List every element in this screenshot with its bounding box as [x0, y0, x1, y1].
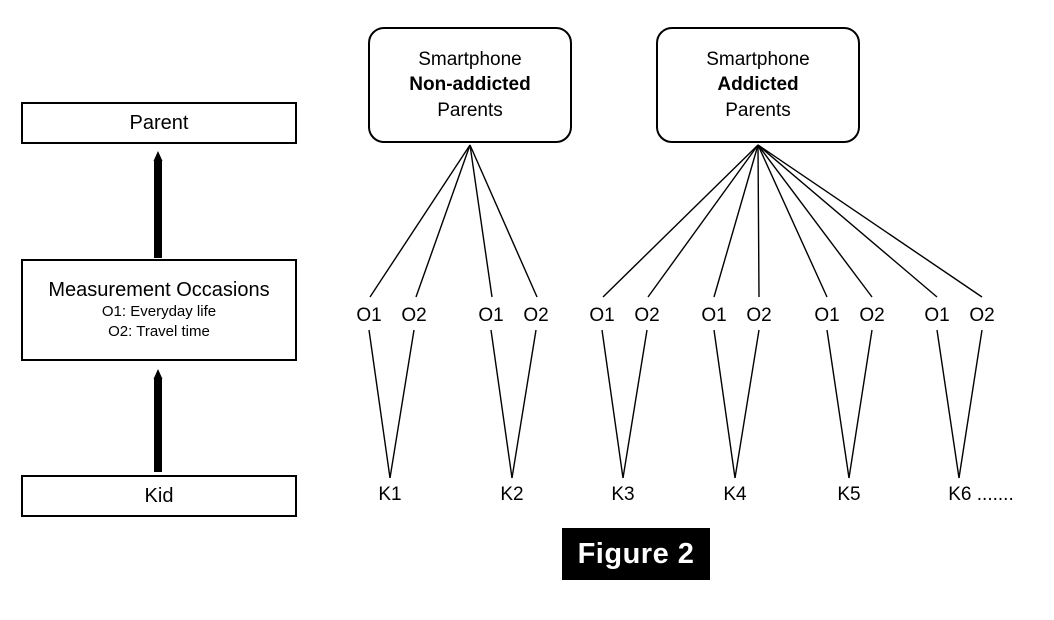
group-non-addicted-line-1: Smartphone [418, 49, 522, 71]
group-addicted-line-3: Parents [725, 99, 791, 121]
v-connectors-kids [368, 329, 983, 479]
legend-parent-box[interactable]: Parent [21, 102, 297, 144]
occasion-node-1[interactable]: O1 [356, 305, 382, 326]
fan-non-addicted [369, 144, 538, 298]
occasion-node-12[interactable]: O2 [969, 305, 995, 326]
occasion-node-6[interactable]: O2 [634, 305, 660, 326]
kid-node-k2[interactable]: K2 [500, 484, 524, 505]
group-non-addicted-line-3: Parents [437, 99, 503, 121]
occasion-node-10[interactable]: O2 [859, 305, 885, 326]
kid-node-k3[interactable]: K3 [611, 484, 635, 505]
legend-parent-label: Parent [129, 111, 189, 134]
group-box-addicted[interactable]: Smartphone Addicted Parents [656, 27, 860, 143]
legend-occasion-o2-line: O2: Travel time [108, 322, 210, 340]
legend-measurement-occasions-title: Measurement Occasions [48, 279, 270, 301]
legend-measurement-occasions-box[interactable]: Measurement Occasions O1: Everyday life … [21, 259, 297, 361]
kid-node-k5[interactable]: K5 [837, 484, 861, 505]
kid-node-k1[interactable]: K1 [378, 484, 402, 505]
legend-occasion-o1-line: O1: Everyday life [101, 303, 217, 320]
legend-kid-label: Kid [144, 484, 174, 507]
kid-node-k6[interactable]: K6 ....... [948, 484, 1014, 505]
occasion-node-9[interactable]: O1 [814, 305, 840, 326]
group-addicted-line-2: Addicted [717, 74, 799, 96]
occasion-node-2[interactable]: O2 [401, 305, 427, 326]
occasion-node-7[interactable]: O1 [701, 305, 727, 326]
group-box-non-addicted[interactable]: Smartphone Non-addicted Parents [368, 27, 572, 143]
occasion-node-3[interactable]: O1 [478, 305, 504, 326]
occasion-node-11[interactable]: O1 [924, 305, 950, 326]
fan-addicted [602, 144, 983, 298]
occasion-node-5[interactable]: O1 [589, 305, 615, 326]
group-addicted-line-1: Smartphone [706, 49, 810, 71]
figure-caption: Figure 2 [562, 528, 710, 580]
occasion-node-4[interactable]: O2 [523, 305, 549, 326]
legend-kid-box[interactable]: Kid [21, 475, 297, 517]
group-non-addicted-line-2: Non-addicted [409, 74, 531, 96]
kid-node-k4[interactable]: K4 [723, 484, 747, 505]
occasion-node-8[interactable]: O2 [746, 305, 772, 326]
